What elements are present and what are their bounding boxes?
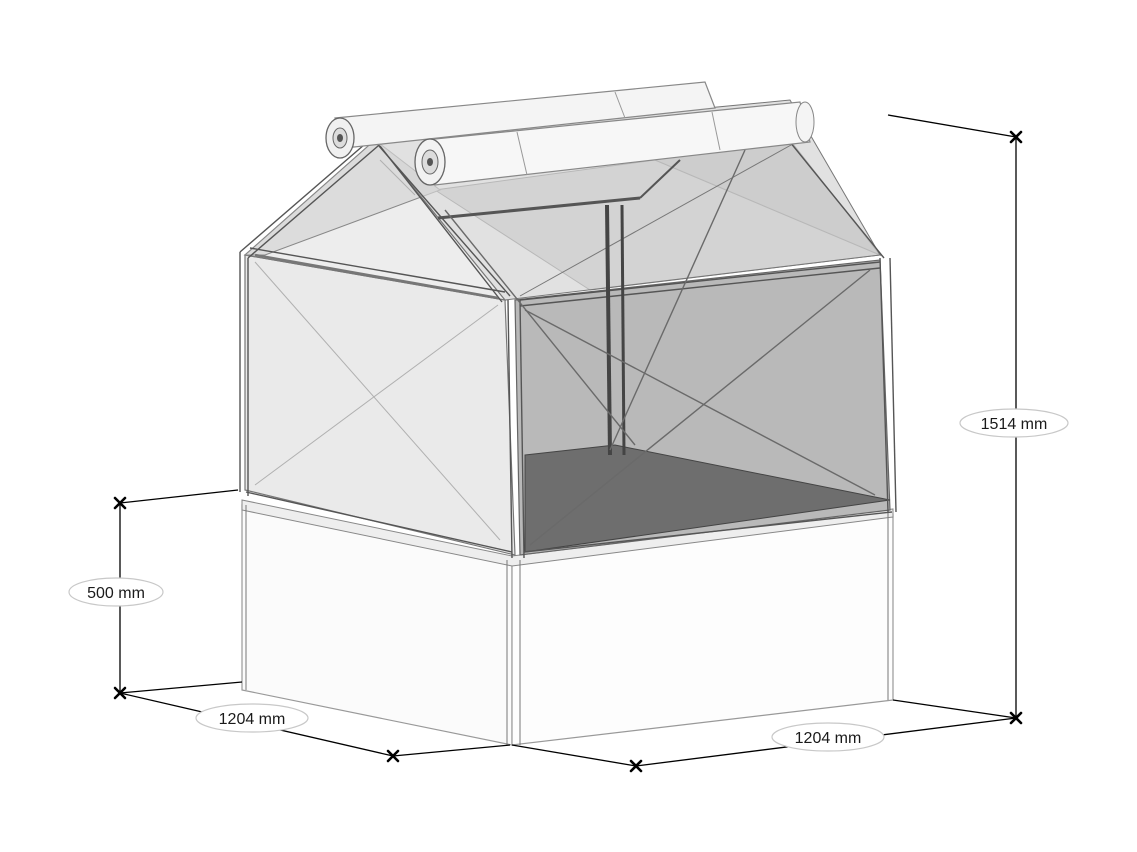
label-total-height: 1514 mm — [959, 408, 1069, 438]
dimension-markers — [113, 130, 1023, 773]
marker-depth-end — [386, 749, 400, 763]
rolled-covers — [325, 81, 815, 186]
label-bed-height-text: 500 mm — [87, 585, 145, 602]
tension-ropes — [254, 149, 876, 546]
label-depth: 1204 mm — [195, 703, 309, 733]
label-bed-height: 500 mm — [68, 577, 164, 607]
marker-bottom-right — [1009, 711, 1023, 725]
marker-width-start — [629, 759, 643, 773]
marker-bed-top — [113, 496, 127, 510]
label-width: 1204 mm — [771, 722, 885, 752]
marker-top-right — [1009, 130, 1023, 144]
label-total-height-text: 1514 mm — [981, 416, 1048, 433]
label-width-text: 1204 mm — [795, 730, 862, 747]
raised-bed — [241, 499, 894, 746]
marker-bed-bottom — [113, 686, 127, 700]
label-depth-text: 1204 mm — [219, 711, 286, 728]
